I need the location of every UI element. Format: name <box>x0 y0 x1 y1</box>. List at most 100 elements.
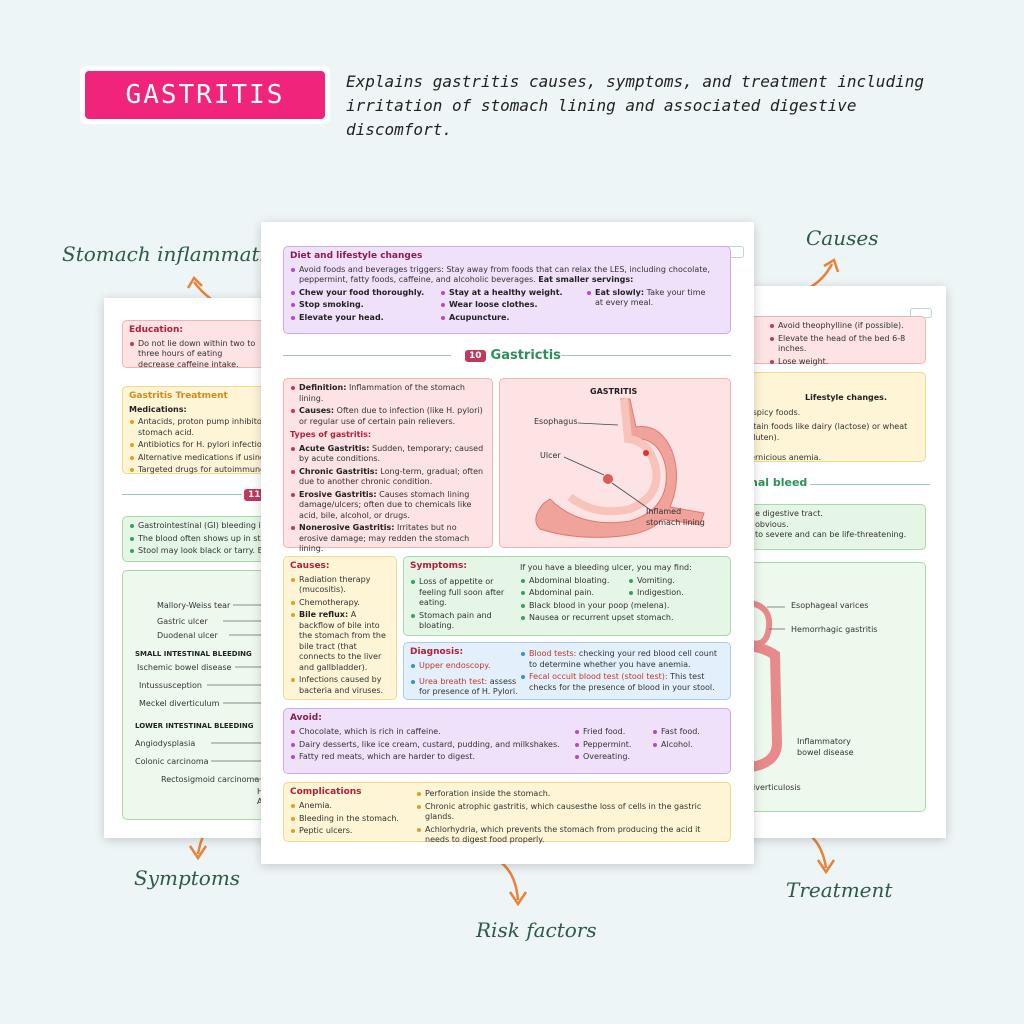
label-causes: Causes <box>806 226 879 250</box>
diagnosis-box: Diagnosis: Upper endoscopy. Urea breath … <box>403 642 731 700</box>
list-item: Antibiotics for H. pylori infection. <box>129 440 385 451</box>
list-item: Nonerosive Gastritis: Irritates but no e… <box>290 523 486 555</box>
diagram-label: Ischemic bowel disease <box>137 663 232 672</box>
diagram-label: A <box>257 797 263 806</box>
diagnosis-title: Diagnosis: <box>410 647 464 657</box>
list-item: Bile reflux: A backflow of bile into the… <box>290 610 390 673</box>
complications-box: Complications Anemia. Bleeding in the st… <box>283 782 731 844</box>
list-item: Causes: Often due to infection (like H. … <box>290 406 486 427</box>
list-item: Avoid theophylline (if possible). <box>769 321 919 332</box>
complications-title: Complications <box>290 787 362 797</box>
illustration-label: Ulcer <box>540 451 561 460</box>
list-item: Stomach pain and bloating. <box>410 611 510 632</box>
list-item: pernicious anemia. <box>745 453 822 462</box>
list-item: Stool may look black or tarry. Bleeding <box>129 546 385 557</box>
diagram-label: Rectosigmoid carcinoma <box>161 775 260 784</box>
diagram-heading: LOWER INTESTINAL BLEEDING <box>135 722 254 730</box>
illustration-box: GASTRITIS Esophagus Ulcer Inflamed stoma… <box>499 378 731 548</box>
list-item: Bleeding in the stomach. <box>290 814 410 825</box>
list-item: Fatty red meats, which are harder to dig… <box>290 752 570 763</box>
list-item: Elevate your head. <box>290 313 440 324</box>
section-heading: 10 Gastrictis <box>465 348 561 363</box>
list-item: Abdominal pain. <box>520 588 628 599</box>
list-item: Peptic ulcers. <box>290 826 410 837</box>
list-item: Chronic atrophic gastritis, which causes… <box>416 802 726 823</box>
list-item: e digestive tract. <box>755 509 823 518</box>
list-item: Eat slowly: Take your time at every meal… <box>586 288 716 309</box>
list-item: The blood often shows up in stool or vo <box>129 534 385 545</box>
diagram-label: Esophageal varices <box>791 601 869 610</box>
list-item: Abdominal bloating. <box>520 576 628 587</box>
list-item: Gastrointestinal (GI) bleeding is a sign <box>129 521 385 532</box>
causes-title: Causes: <box>290 561 330 571</box>
list-item: Chocolate, which is rich in caffeine. <box>290 727 570 738</box>
divider <box>283 355 451 356</box>
diagram-label: Angiodysplasia <box>135 739 196 748</box>
list-item: Achlorhydria, which prevents the stomach… <box>416 825 726 846</box>
illustration-label: Inflamed stomach lining <box>646 507 705 527</box>
avoid-title: Avoid: <box>290 713 322 723</box>
list-item: Indigestion. <box>628 588 684 599</box>
list-item: Nausea or recurrent upset stomach. <box>520 613 726 624</box>
label-treatment: Treatment <box>786 878 893 902</box>
avoid-box: Avoid: Chocolate, which is rich in caffe… <box>283 708 731 774</box>
list-item: Targeted drugs for autoimmune disea <box>129 465 385 476</box>
list-item: d spicy foods. <box>745 407 801 417</box>
list-item: ertain foods like dairy (lactose) or whe… <box>745 422 908 442</box>
list-item: Stay at a healthy weight. <box>440 288 586 299</box>
list-item: Acupuncture. <box>440 313 586 324</box>
diet-box: Diet and lifestyle changes Avoid foods a… <box>283 246 731 334</box>
diagram-label: iverticulosis <box>753 783 801 792</box>
list-item: Do not lie down within two to three hour… <box>129 339 259 371</box>
divider <box>122 494 242 495</box>
page-title: GASTRITIS <box>85 71 325 119</box>
list-item: Vomiting. <box>628 576 684 587</box>
definition-box: Definition: Inflammation of the stomach … <box>283 378 493 553</box>
diagram-label: Intussusception <box>139 681 202 690</box>
list-item: Radiation therapy (mucositis). <box>290 575 390 596</box>
treatment-title: Gastritis Treatment <box>129 391 228 401</box>
list-item: Fecal occult blood test (stool test): Th… <box>520 672 726 693</box>
list-item: Dairy desserts, like ice cream, custard,… <box>290 740 570 751</box>
list-item: Wear loose clothes. <box>440 300 586 311</box>
list-item: to severe and can be life-threatening. <box>755 530 907 539</box>
list-item: Infections caused by bacteria and viruse… <box>290 675 390 696</box>
list-item: Anemia. <box>290 801 410 812</box>
page-description: Explains gastritis causes, symptoms, and… <box>346 72 924 139</box>
illustration-label: Esophagus <box>534 417 578 426</box>
list-item: Definition: Inflammation of the stomach … <box>290 383 486 404</box>
list-item: Black blood in your poop (melena). <box>520 601 726 612</box>
diagram-heading: SMALL INTESTINAL BLEEDING <box>135 650 252 658</box>
list-item: Acute Gastritis: Sudden, temporary; caus… <box>290 444 486 465</box>
list-item: Erosive Gastritis: Causes stomach lining… <box>290 490 486 522</box>
list-item: Stop smoking. <box>290 300 440 311</box>
illustration-title: GASTRITIS <box>590 387 638 396</box>
label-symptoms: Symptoms <box>134 866 241 890</box>
symptoms-title: Symptoms: <box>410 561 467 571</box>
diagram-label: H <box>257 787 264 796</box>
diagram-label: Colonic carcinoma <box>135 757 209 766</box>
diagram-label: Duodenal ulcer <box>157 631 218 640</box>
list-item: obvious. <box>755 519 789 529</box>
stomach-illustration <box>535 398 705 538</box>
list-item: Alternative medications if using NSAID <box>129 453 385 464</box>
types-title: Types of gastritis: <box>290 430 372 439</box>
ulcer-intro: If you have a bleeding ulcer, you may fi… <box>520 563 692 572</box>
diagram-label: Mallory-Weiss tear <box>157 601 231 610</box>
main-sheet: Diet and lifestyle changes Avoid foods a… <box>261 222 754 864</box>
list-item: Antacids, proton pump inhibitors, H-2 bl… <box>129 417 385 438</box>
list-item: Avoid foods and beverages triggers: Stay… <box>290 265 724 286</box>
education-title: Education: <box>129 325 183 335</box>
list-item: Upper endoscopy. <box>410 661 520 672</box>
list-item: Chew your food thoroughly. <box>290 288 440 299</box>
medications-label: Medications: <box>129 404 187 414</box>
label-stomach-inflammation: Stomach inflammation <box>62 242 291 266</box>
list-item: Loss of appetite or feeling full soon af… <box>410 577 510 609</box>
section-title: Gastrictis <box>490 348 561 363</box>
list-item: Lose weight. <box>769 357 919 368</box>
diagram-label: Inflammatory bowel disease <box>797 737 854 757</box>
list-item: Blood tests: checking your red blood cel… <box>520 649 726 670</box>
list-item: Alcohol. <box>652 740 728 751</box>
divider <box>561 355 731 356</box>
section-number: 10 <box>465 349 486 362</box>
